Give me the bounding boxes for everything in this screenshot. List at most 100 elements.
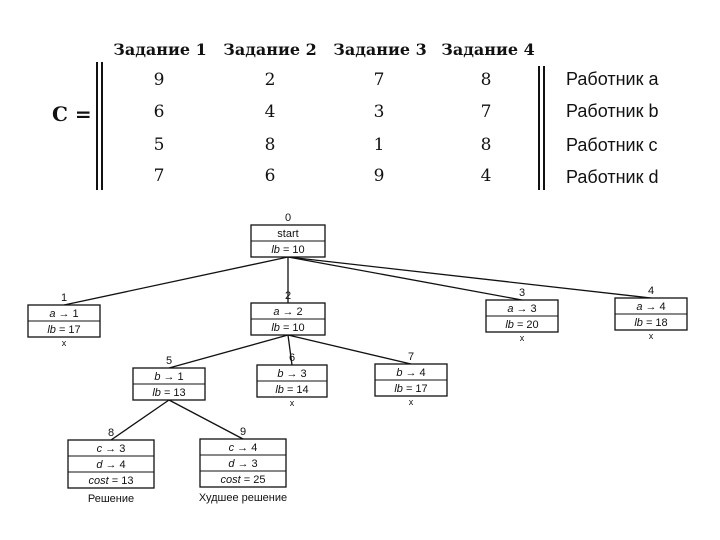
task-header-4: Задание 4 [441, 40, 535, 59]
node-2-number: 2 [285, 290, 291, 302]
node-6-line-1: lb = 14 [275, 384, 308, 396]
node-8-line-0-var: c [97, 443, 103, 455]
node-6-line-0: b → 3 [277, 368, 306, 380]
node-4-line-1-rest: = 18 [643, 317, 668, 329]
node-9-number: 9 [240, 426, 246, 438]
node-6-line-0-var: b [277, 368, 283, 380]
task-header-1: Задание 1 [113, 40, 207, 59]
node-5-line-0-rest: → 1 [160, 371, 183, 383]
node-3-line-0-var: a [507, 303, 513, 315]
node-5-line-0-var: b [154, 371, 160, 383]
node-0-line-1: lb = 10 [271, 244, 304, 256]
matrix-left-bar-outer [96, 62, 98, 190]
node-9-caption: Худшее решение [199, 492, 287, 504]
node-5-line-1-var: lb [152, 387, 161, 399]
node-8-line-1-rest: → 4 [102, 459, 125, 471]
node-0-line-0-rest: start [277, 228, 298, 240]
node-3-number: 3 [519, 287, 525, 299]
worker-label-a: Работник a [566, 69, 659, 89]
node-7-line-0: b → 4 [396, 367, 425, 379]
tree-node-7: 7b → 4lb = 17x [374, 351, 448, 407]
matrix-cell-d-4: 4 [480, 166, 492, 186]
node-5-line-1: lb = 13 [152, 387, 185, 399]
matrix-symbol: C = [52, 102, 92, 126]
node-8-caption: Решение [88, 493, 134, 505]
tree-edge-node-2-node-5 [168, 334, 289, 369]
matrix-left-bar-inner [101, 62, 103, 190]
node-8-line-0: c → 3 [97, 443, 126, 455]
tree-edge-node-2-node-6 [287, 334, 293, 366]
node-6-number: 6 [289, 352, 295, 364]
node-4-line-1: lb = 18 [634, 317, 667, 329]
matrix-cell-d-1: 7 [153, 166, 165, 186]
task-header-2: Задание 2 [223, 40, 317, 59]
tree-edge-node-0-node-4 [287, 256, 652, 299]
tree-node-1: 1a → 1lb = 17x [27, 292, 101, 348]
node-1-line-1-rest: = 17 [56, 324, 81, 336]
node-1-line-0-var: a [49, 308, 55, 320]
tree-edge-node-5-node-9 [168, 399, 244, 440]
node-1-pruned-mark: x [62, 338, 67, 348]
tree-edge-node-2-node-7 [287, 334, 412, 365]
matrix-cell-a-4: 8 [480, 70, 492, 90]
matrix-cell-c-4: 8 [480, 135, 492, 155]
node-7-line-1-rest: = 17 [403, 383, 428, 395]
node-8-line-1-var: d [96, 459, 103, 471]
matrix-cell-a-3: 7 [373, 70, 385, 90]
node-4-line-1-var: lb [634, 317, 643, 329]
node-8-line-0-rest: → 3 [102, 443, 125, 455]
node-2-line-0-rest: → 2 [279, 306, 302, 318]
node-7-line-1: lb = 17 [394, 383, 427, 395]
node-3-line-0-rest: → 3 [513, 303, 536, 315]
node-2-line-1-rest: = 10 [280, 322, 305, 334]
matrix-cell-c-3: 1 [373, 135, 385, 155]
node-8-line-2: cost = 13 [89, 475, 134, 487]
matrix-cell-c-2: 8 [264, 135, 276, 155]
node-1-line-0: a → 1 [49, 308, 78, 320]
node-5-number: 5 [166, 355, 172, 367]
node-8-line-2-rest: = 13 [109, 475, 134, 487]
node-9-line-1: d → 3 [228, 458, 257, 470]
node-6-line-1-rest: = 14 [284, 384, 309, 396]
worker-label-d: Работник d [566, 167, 659, 187]
node-4-line-0: a → 4 [636, 301, 665, 313]
node-9-line-1-var: d [228, 458, 235, 470]
matrix-cell-b-1: 6 [153, 102, 165, 122]
node-9-line-2-var: cost [221, 474, 242, 486]
tree-node-9: 9 c → 4 d → 3 cost = 25 Худшее решение [199, 426, 287, 504]
node-3-line-0: a → 3 [507, 303, 536, 315]
node-7-line-0-rest: → 4 [402, 367, 425, 379]
matrix-cell-a-2: 2 [264, 70, 276, 90]
node-6-pruned-mark: x [290, 398, 295, 408]
node-0-line-1-rest: = 10 [280, 244, 305, 256]
node-3-line-1-var: lb [505, 319, 514, 331]
node-9-box [199, 438, 287, 488]
tree-node-5: 5b → 1 lb = 13 [132, 355, 206, 401]
node-4-line-0-rest: → 4 [642, 301, 665, 313]
worker-label-b: Работник b [566, 101, 659, 121]
matrix-cell-b-2: 4 [264, 102, 276, 122]
node-8-number: 8 [108, 427, 114, 439]
node-4-pruned-mark: x [649, 331, 654, 341]
node-1-line-1-var: lb [47, 324, 56, 336]
node-8-box [67, 439, 155, 489]
node-2-line-1-var: lb [271, 322, 280, 334]
node-8-line-1: d → 4 [96, 459, 125, 471]
node-7-line-1-var: lb [394, 383, 403, 395]
matrix-cell-c-1: 5 [153, 135, 165, 155]
node-9-line-0: c → 4 [229, 442, 258, 454]
node-7-pruned-mark: x [409, 397, 414, 407]
node-1-line-0-rest: → 1 [55, 308, 78, 320]
node-4-line-0-var: a [636, 301, 642, 313]
node-9-line-2-rest: = 25 [241, 474, 266, 486]
node-2-line-1: lb = 10 [271, 322, 304, 334]
node-2-line-0-var: a [273, 306, 279, 318]
node-9-line-1-rest: → 3 [234, 458, 257, 470]
matrix-cell-d-2: 6 [264, 166, 276, 186]
tree-node-6: 6 b → 3 lb = 14 x [256, 352, 328, 408]
node-6-line-1-var: lb [275, 384, 284, 396]
node-3-line-1-rest: = 20 [514, 319, 539, 331]
